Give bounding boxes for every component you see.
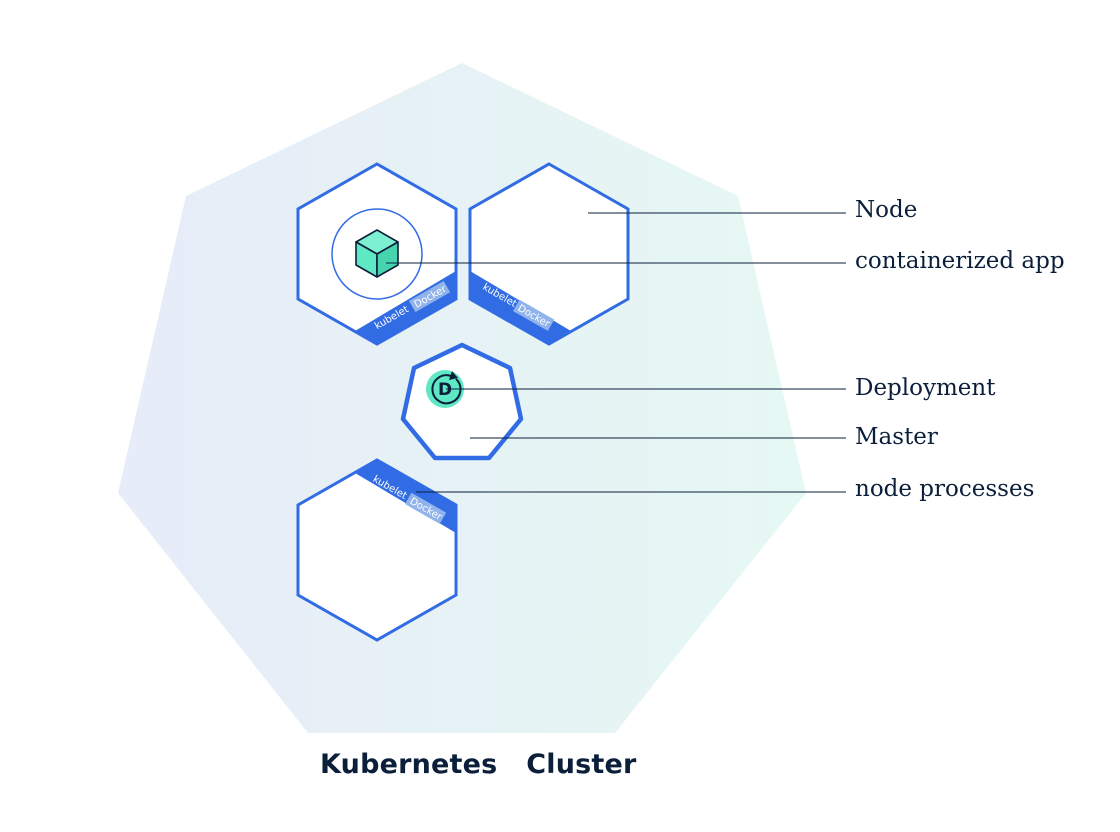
node-2-docker-tag-bg [513,299,555,331]
node-2: kubelet Docker [468,162,630,346]
master-heptagon [400,342,524,461]
node-label: Node [855,197,918,223]
node-3-docker-tag-bg [405,492,447,524]
leader-lines [386,212,846,493]
master-label: Master [855,424,938,450]
pod-circle [331,208,423,300]
node-3: kubelet Docker [296,458,458,642]
containerized-app-icon [355,229,399,278]
containerized-app-label: containerized app [855,248,1065,274]
node-1-docker-tag-bg [408,281,451,313]
master: D [400,342,524,461]
node-processes-label: node processes [855,476,1035,502]
deployment-letter: D [438,380,452,400]
deployment-label: Deployment [855,375,996,401]
diagram-title: Kubernetes Cluster [320,749,637,780]
deployment-icon: D [426,370,464,408]
node-1: kubelet Docker [296,162,458,346]
